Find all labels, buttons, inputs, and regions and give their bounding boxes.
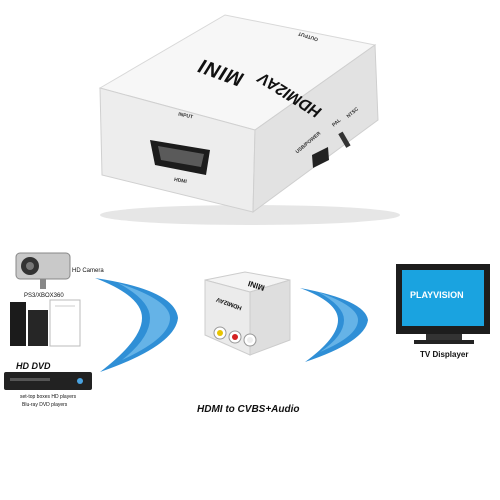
box-shadow — [100, 205, 400, 225]
tv-brand-text: PLAYVISION — [410, 290, 464, 300]
tv-illustration — [396, 264, 490, 344]
box-side-face — [252, 44, 379, 214]
dvd-player-illustration — [4, 372, 92, 390]
players-label-line2: Blu-ray DVD players — [22, 402, 68, 408]
arrow-right — [300, 288, 368, 362]
pal-ntsc-switch — [338, 131, 351, 148]
hd-dvd-logo: HD DVD — [16, 361, 51, 371]
hdmi-port-inner — [158, 146, 204, 167]
footer-caption: HDMI to CVBS+Audio — [197, 404, 300, 415]
arrow-left — [95, 278, 178, 372]
players-label-line1: set-top boxes HD players — [20, 394, 77, 400]
hd-camera-label: HD Camera — [72, 268, 104, 274]
hd-camera-illustration — [15, 252, 71, 289]
small-box-illustration — [204, 271, 291, 356]
usb-port — [312, 147, 329, 168]
console-label: PS3/XBOX360 — [24, 293, 64, 299]
game-console-illustration — [10, 299, 81, 347]
tv-caption: TV Displayer — [420, 350, 469, 359]
